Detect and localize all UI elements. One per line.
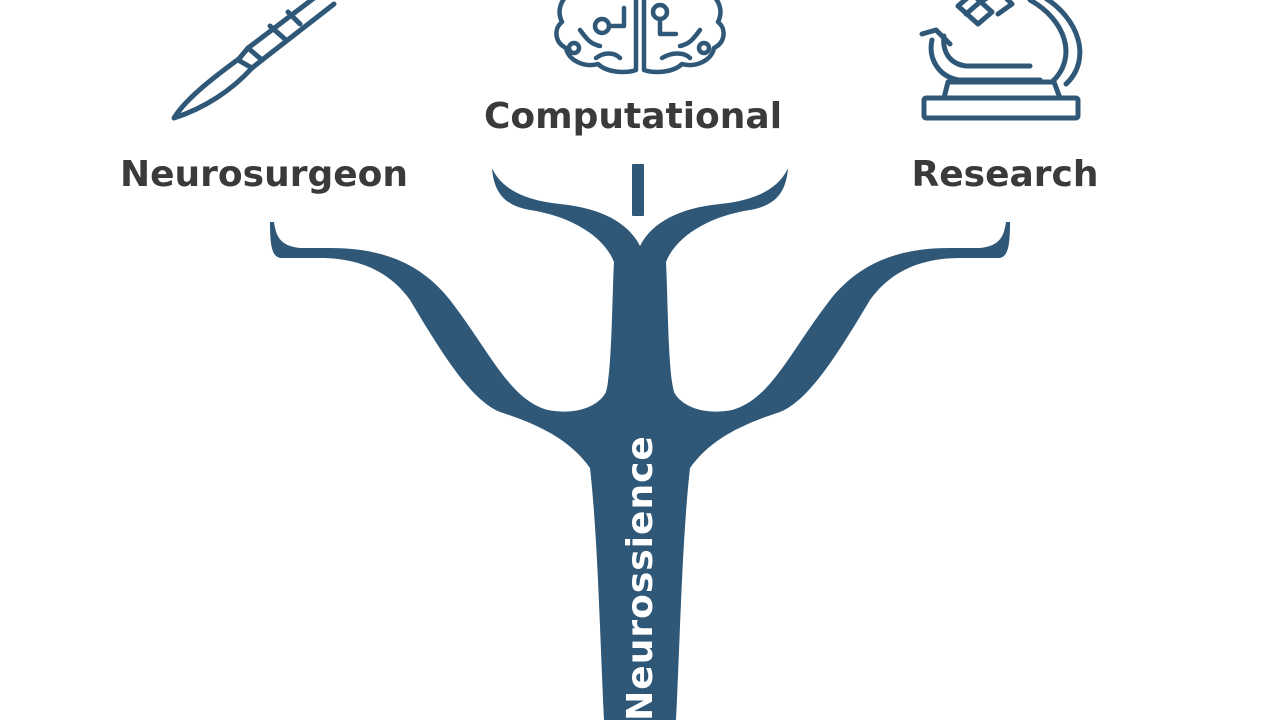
branch-label-computational: Computational: [484, 96, 782, 137]
brain-circuit-icon: [554, 0, 726, 75]
tree-trunk-branches: [270, 164, 1010, 720]
branch-label-research: Research: [912, 154, 1099, 195]
trunk-label-neuroscience: Neurossience: [620, 435, 661, 720]
tree-trunk-shape: [270, 168, 1010, 720]
branch-label-neurosurgeon: Neurosurgeon: [120, 154, 408, 195]
microscope-icon: [919, 0, 1083, 121]
center-branch-tick: [632, 164, 644, 216]
scalpel-icon: [171, 0, 337, 121]
